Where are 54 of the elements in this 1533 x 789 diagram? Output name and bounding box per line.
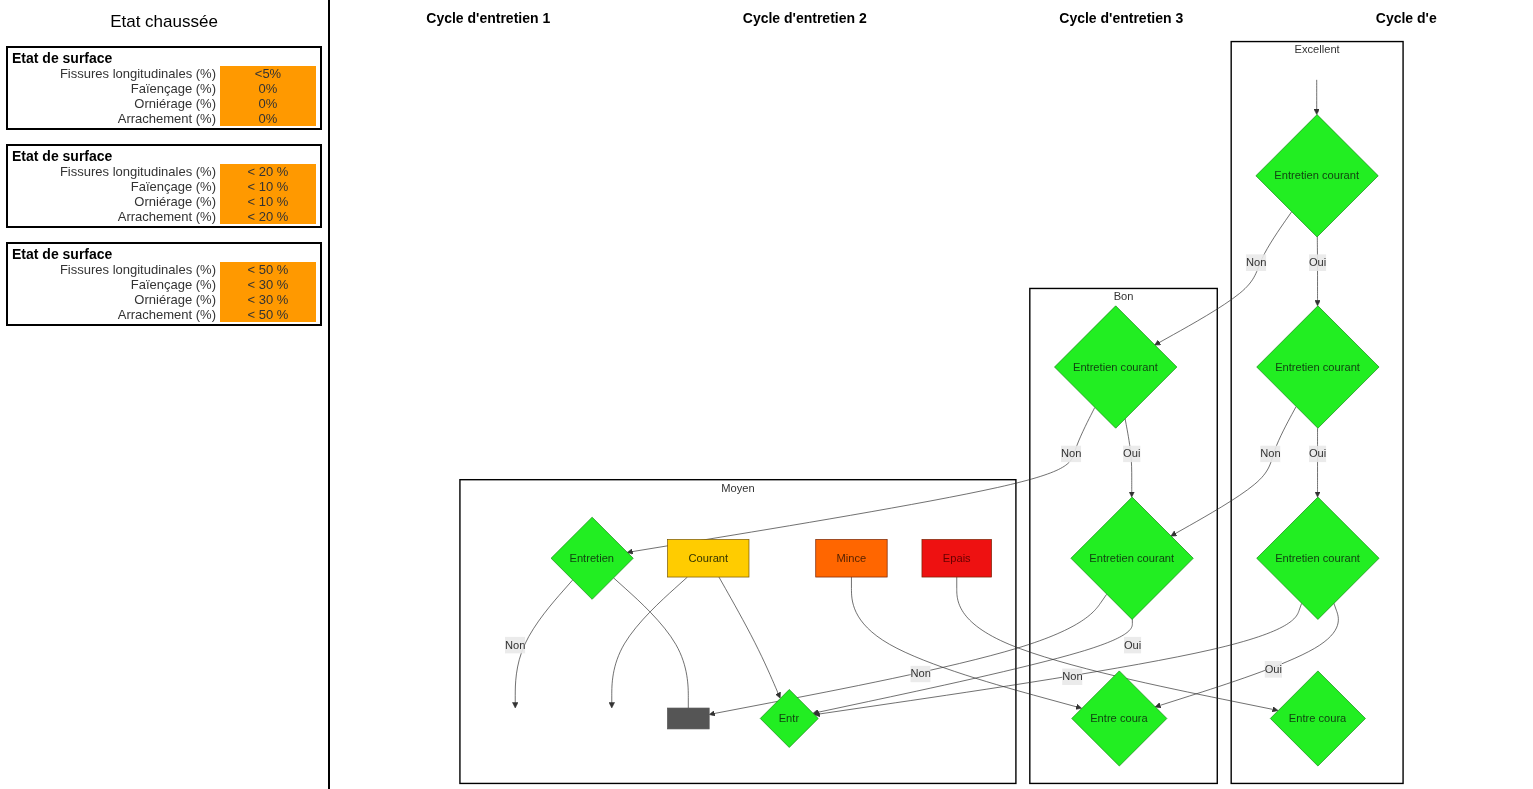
edge-label: Non [910, 667, 931, 680]
row-label: Fissures longitudinales (%) [59, 164, 217, 179]
value-cell: 0% [220, 111, 316, 126]
row-label: Arrachement (%) [117, 307, 217, 322]
edge-label: Non [1060, 447, 1082, 460]
node-diamond: Entretien courant [1070, 496, 1194, 620]
node-diamond: Entr [759, 689, 819, 748]
edge-label: Oui [1264, 663, 1282, 675]
row-label: Arrachement (%) [117, 209, 217, 224]
row-label: Faïençage (%) [130, 81, 217, 96]
node-diamond: Entretien courant [1256, 305, 1380, 429]
edge-label: Non [1260, 447, 1281, 460]
row-label: Faïençage (%) [130, 179, 217, 194]
cycle-heading: Cycle d'entretien 3 [1059, 10, 1184, 26]
cycle-heading: Cycle d'entretien 2 [742, 10, 867, 26]
node-diamond: Entretien courant [1256, 496, 1380, 620]
row-label: Faïençage (%) [130, 277, 217, 292]
column-heading: Etat chaussée [109, 12, 219, 32]
node-box: Courant [667, 539, 750, 578]
section-heading: Etat de surface [12, 246, 114, 262]
value-cell: < 50 % [220, 262, 316, 277]
value-cell: 0% [220, 96, 316, 111]
node-bar [667, 707, 710, 730]
value-cell: < 20 % [220, 209, 316, 224]
row-label: Fissures longitudinales (%) [59, 66, 217, 81]
section-heading: Etat de surface [12, 50, 114, 66]
row-label: Fissures longitudinales (%) [59, 262, 217, 277]
edge-label: Non [1245, 256, 1267, 269]
value-cell: <5% [220, 66, 316, 81]
edge-label: Oui [1123, 638, 1142, 651]
value-cell: < 20 % [220, 164, 316, 179]
cycle-heading: Cycle d'entretien 1 [426, 10, 551, 26]
value-cell: < 30 % [220, 277, 316, 292]
value-cell: < 10 % [220, 179, 316, 194]
node-diamond: Entretien [550, 516, 634, 600]
edge-label: Non [505, 638, 526, 651]
value-cell: < 10 % [220, 194, 316, 209]
edge-label: Oui [1308, 447, 1327, 460]
node-diamond: Entretien courant [1054, 305, 1178, 429]
edge-label: Non [1062, 670, 1083, 683]
row-label: Arrachement (%) [117, 111, 217, 126]
value-cell: 0% [220, 81, 316, 96]
value-cell: < 30 % [220, 292, 316, 307]
value-cell: < 50 % [220, 307, 316, 322]
row-label: Orniérage (%) [134, 292, 217, 307]
edge-label: Oui [1308, 256, 1327, 269]
row-label: Orniérage (%) [134, 96, 217, 111]
row-label: Orniérage (%) [134, 194, 217, 209]
edge-label: Oui [1123, 447, 1141, 460]
node-box: Mince [815, 539, 888, 578]
node-diamond: Entretien courant [1255, 114, 1379, 238]
cycle-heading: Cycle d'e [1375, 10, 1437, 26]
section-heading: Etat de surface [12, 148, 114, 164]
node-box: Epais [921, 539, 992, 578]
